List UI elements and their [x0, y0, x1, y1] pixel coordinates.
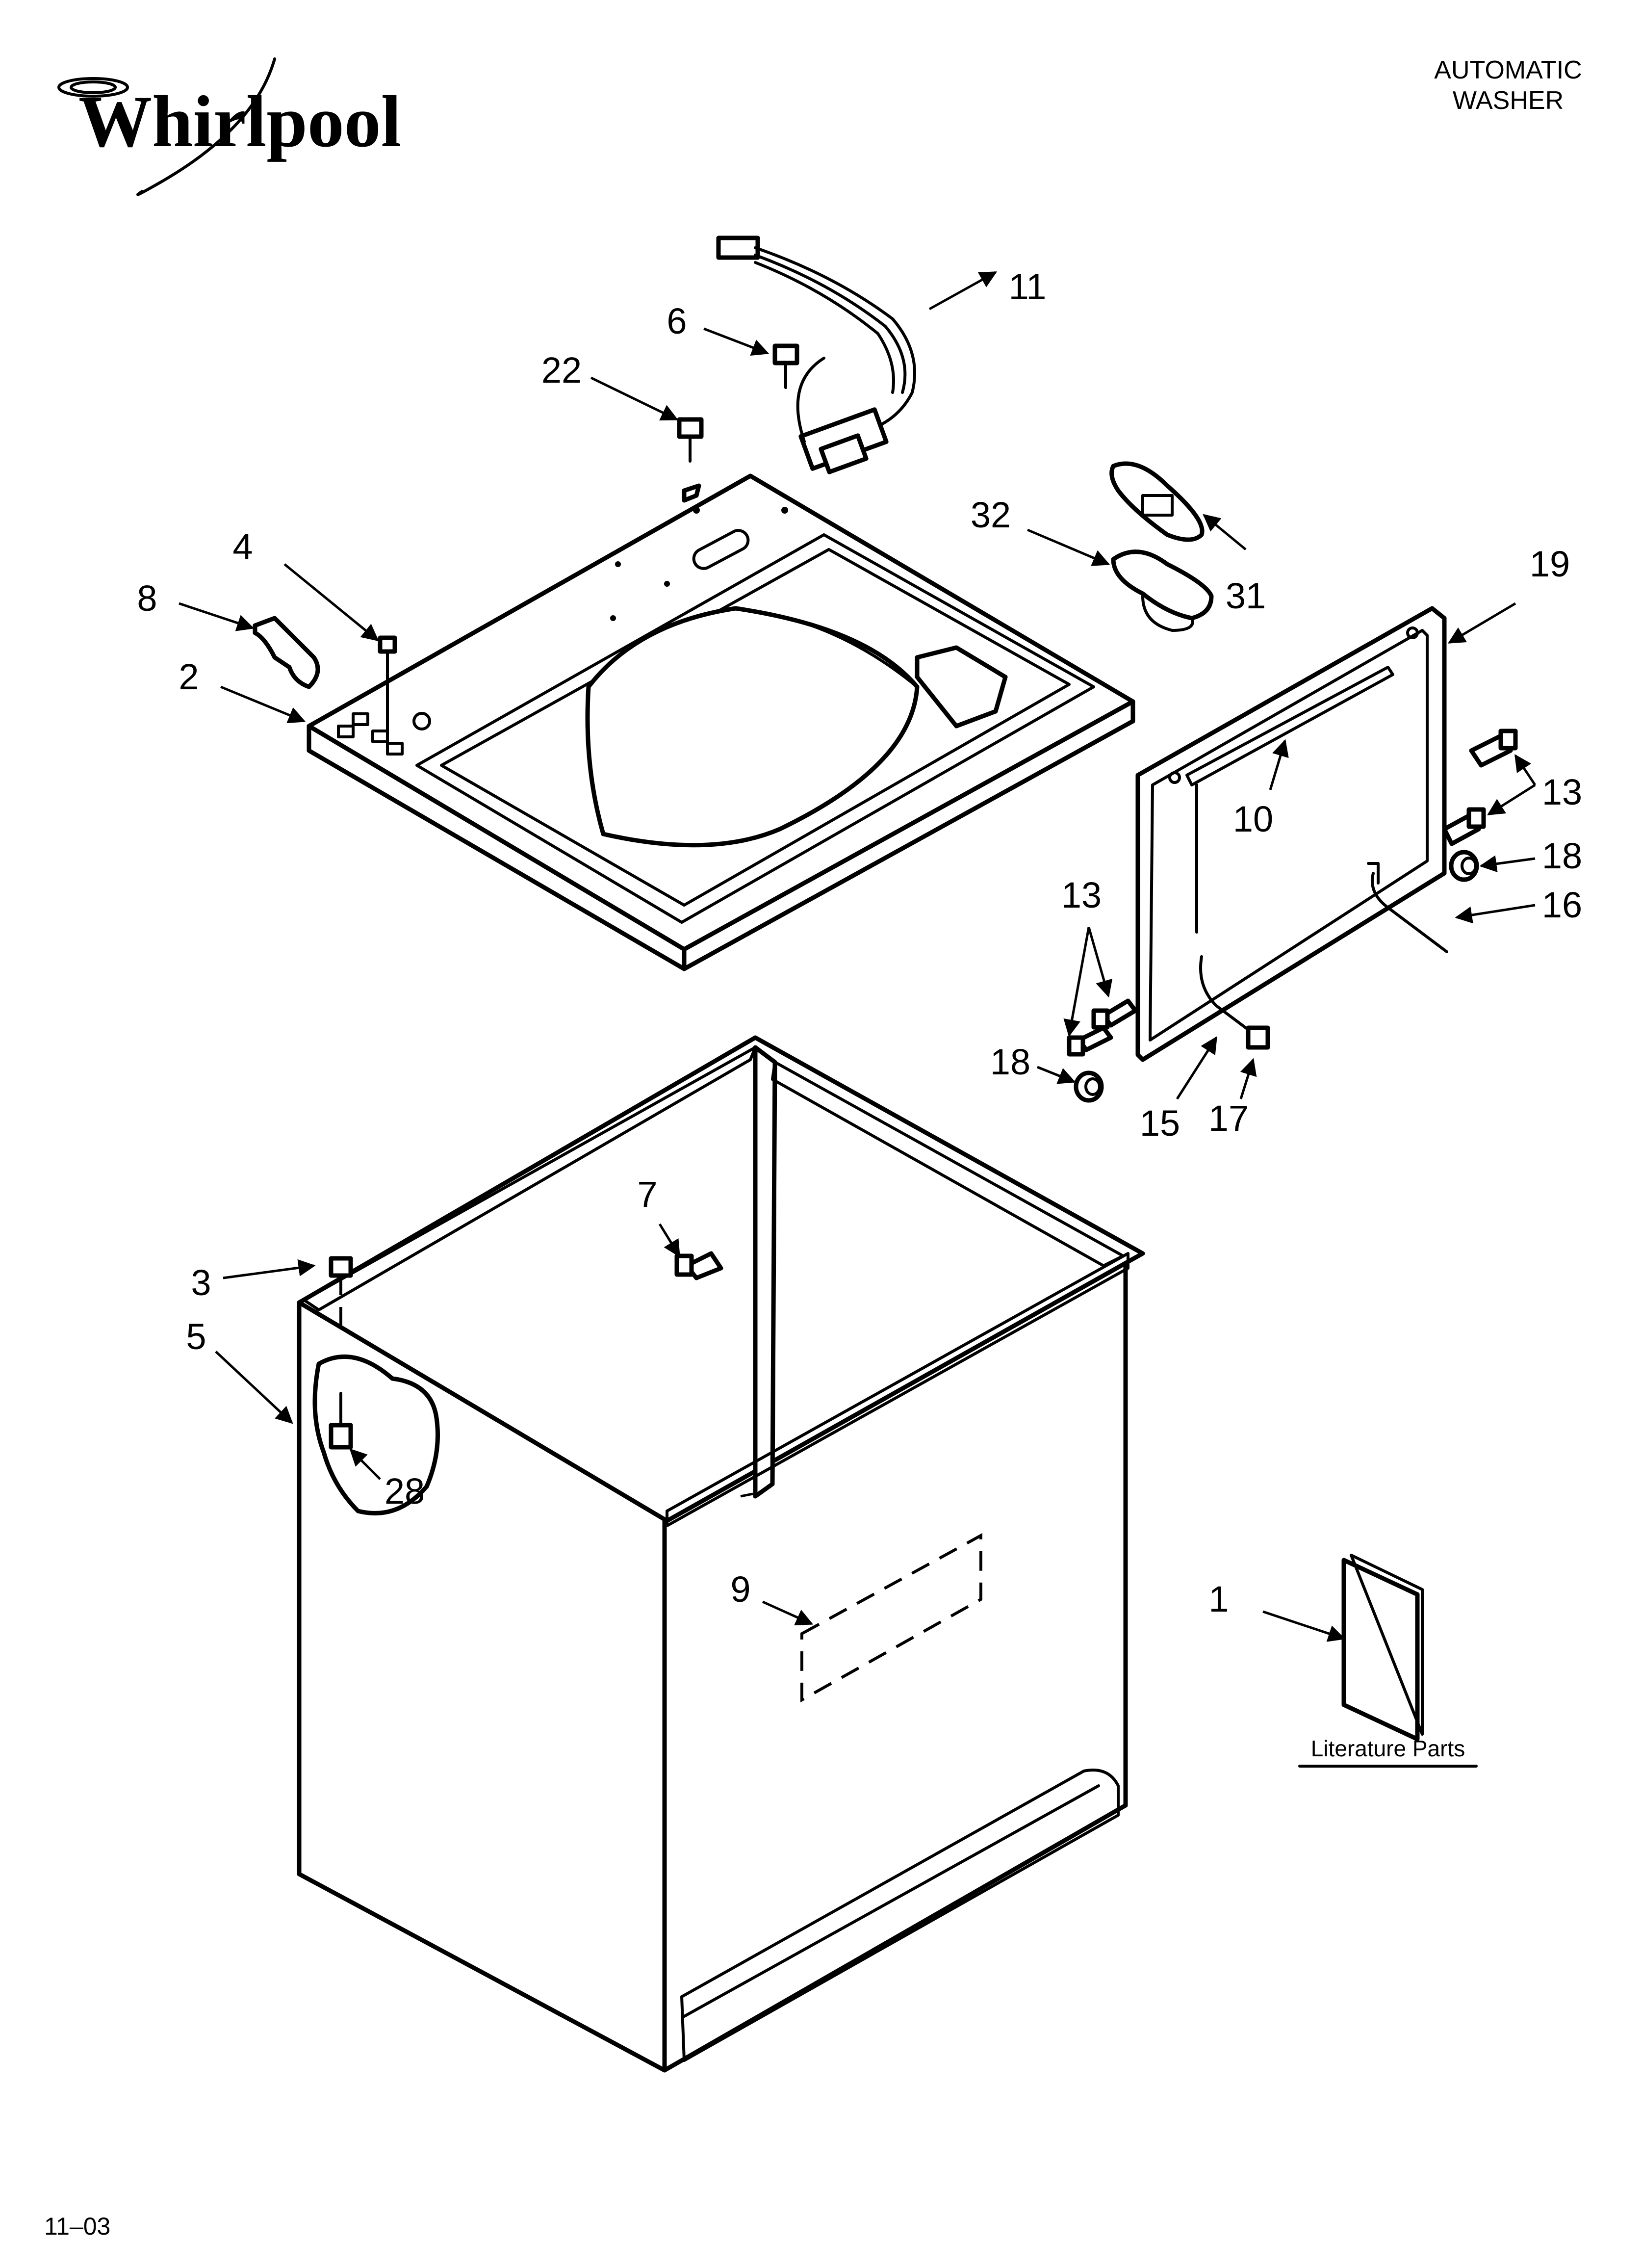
- callout-22: 22: [541, 350, 582, 391]
- callout-19: 19: [1530, 544, 1570, 584]
- callout-8: 6: [667, 301, 687, 341]
- label-area-7: [800, 1533, 982, 1703]
- whirlpool-logo: Whirlpool: [57, 57, 401, 196]
- cabinet: [297, 1035, 1145, 2073]
- screw-8: [772, 343, 799, 389]
- callout-3: 3: [191, 1262, 211, 1303]
- leader-lines: [179, 271, 1537, 1642]
- callout-18-right: 18: [1542, 835, 1582, 876]
- clip-6: [253, 616, 320, 689]
- callout-28: 28: [385, 1471, 425, 1512]
- callout-16: 16: [1542, 885, 1582, 925]
- screw-22: [677, 417, 704, 503]
- callout-15: 15: [1140, 1103, 1180, 1144]
- clip-4: [378, 635, 397, 737]
- callout-9: 7: [637, 1174, 657, 1215]
- clip-3: [329, 1256, 353, 1334]
- callout-17: 17: [1208, 1098, 1249, 1139]
- screw-9: [674, 1251, 723, 1280]
- product-line-2: WASHER: [1453, 86, 1564, 115]
- top-cover: [307, 473, 1135, 971]
- fastener-18-right: [1449, 850, 1479, 882]
- screw-13-left-b: [1067, 1025, 1113, 1057]
- knob-base-32: [1111, 549, 1214, 632]
- screw-13-left-a: [1091, 998, 1138, 1030]
- literature-parts-label: Literature Parts: [1311, 1736, 1465, 1761]
- literature-parts: Literature Parts: [1298, 1554, 1478, 1768]
- fastener-18-left: [1074, 1070, 1104, 1103]
- lid-assembly: [1135, 606, 1448, 1062]
- callout-13-right: 13: [1542, 772, 1582, 812]
- callout-11: 11: [1009, 266, 1047, 307]
- date-code: 11–03: [44, 2213, 110, 2240]
- callout-1: 1: [1208, 1579, 1229, 1619]
- callout-2: 2: [179, 656, 199, 697]
- callout-18-left: 18: [990, 1042, 1030, 1082]
- callout-31: 31: [1226, 575, 1266, 616]
- callout-5: 5: [186, 1316, 206, 1357]
- product-line-1: AUTOMATIC: [1434, 56, 1582, 84]
- callout-6: 8: [137, 578, 157, 619]
- callout-13-left: 13: [1061, 875, 1102, 915]
- callout-7: 9: [730, 1569, 750, 1610]
- callout-32: 32: [971, 495, 1011, 535]
- brand-wordmark: Whirlpool: [78, 81, 401, 162]
- lid-switch-harness: [716, 235, 916, 474]
- callout-10: 10: [1233, 799, 1273, 839]
- knob-31: [1109, 461, 1205, 542]
- callout-labels: 11 6 22 4 8 2 32 31 19 10 13 18 16 13 18…: [137, 266, 1582, 1619]
- screw-13-right-b: [1442, 807, 1486, 846]
- screw-13-right-a: [1469, 729, 1518, 768]
- callout-4: 4: [232, 526, 253, 567]
